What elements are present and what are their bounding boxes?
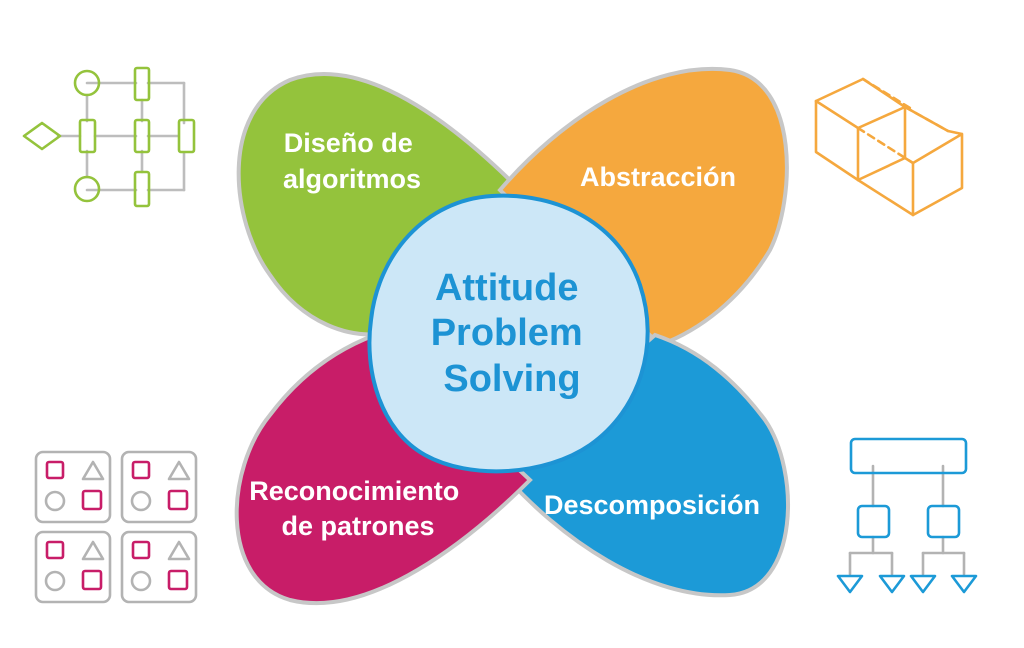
triangle-shape	[81, 540, 105, 561]
square-shape	[45, 540, 65, 560]
pattern-tile	[34, 530, 112, 604]
circle-shape	[44, 570, 66, 592]
pattern-tile	[120, 450, 198, 524]
circle-shape	[130, 570, 152, 592]
cubes-icon	[814, 77, 964, 217]
tile-frame	[34, 450, 112, 524]
square-shape	[131, 460, 151, 480]
label-abstraction: Abstracción	[580, 162, 736, 192]
hierarchy-icon	[836, 437, 978, 594]
tile-frame	[34, 530, 112, 604]
hierarchy-shapes	[836, 437, 978, 594]
petal-labels: Diseño de algoritmos Abstracción Reconoc…	[249, 128, 760, 541]
label-decomposition: Descomposición	[544, 490, 760, 520]
triangle-shape	[167, 540, 191, 561]
triangle-shape	[81, 460, 105, 481]
petals	[234, 66, 790, 606]
petal-decomposition	[497, 332, 790, 598]
square-shape	[81, 489, 103, 511]
triangle-shape	[167, 460, 191, 481]
pattern-tile	[120, 530, 198, 604]
tile-frame	[120, 450, 198, 524]
pattern-grid-icon	[34, 450, 198, 604]
square-shape	[131, 540, 151, 560]
square-shape	[167, 489, 189, 511]
label-algorithm-design: Diseño de algoritmos	[283, 128, 421, 194]
label-pattern-recognition: Reconocimiento de patrones	[249, 476, 467, 541]
center-circle	[367, 193, 650, 474]
center-title: Attitude Problem Solving	[431, 267, 594, 400]
square-shape	[45, 460, 65, 480]
square-shape	[167, 569, 189, 591]
flowchart-icon	[22, 66, 196, 208]
flowchart-shapes	[22, 66, 196, 208]
circle-shape	[130, 490, 152, 512]
square-shape	[81, 569, 103, 591]
circle-shape	[44, 490, 66, 512]
petal-abstraction	[497, 66, 789, 348]
hierarchy-connectors	[848, 464, 966, 576]
center-node: Attitude Problem Solving	[367, 193, 650, 474]
pattern-tile	[34, 450, 112, 524]
petal-pattern-recognition	[234, 332, 533, 606]
tile-frame	[120, 530, 198, 604]
flowchart-connectors	[56, 81, 186, 192]
